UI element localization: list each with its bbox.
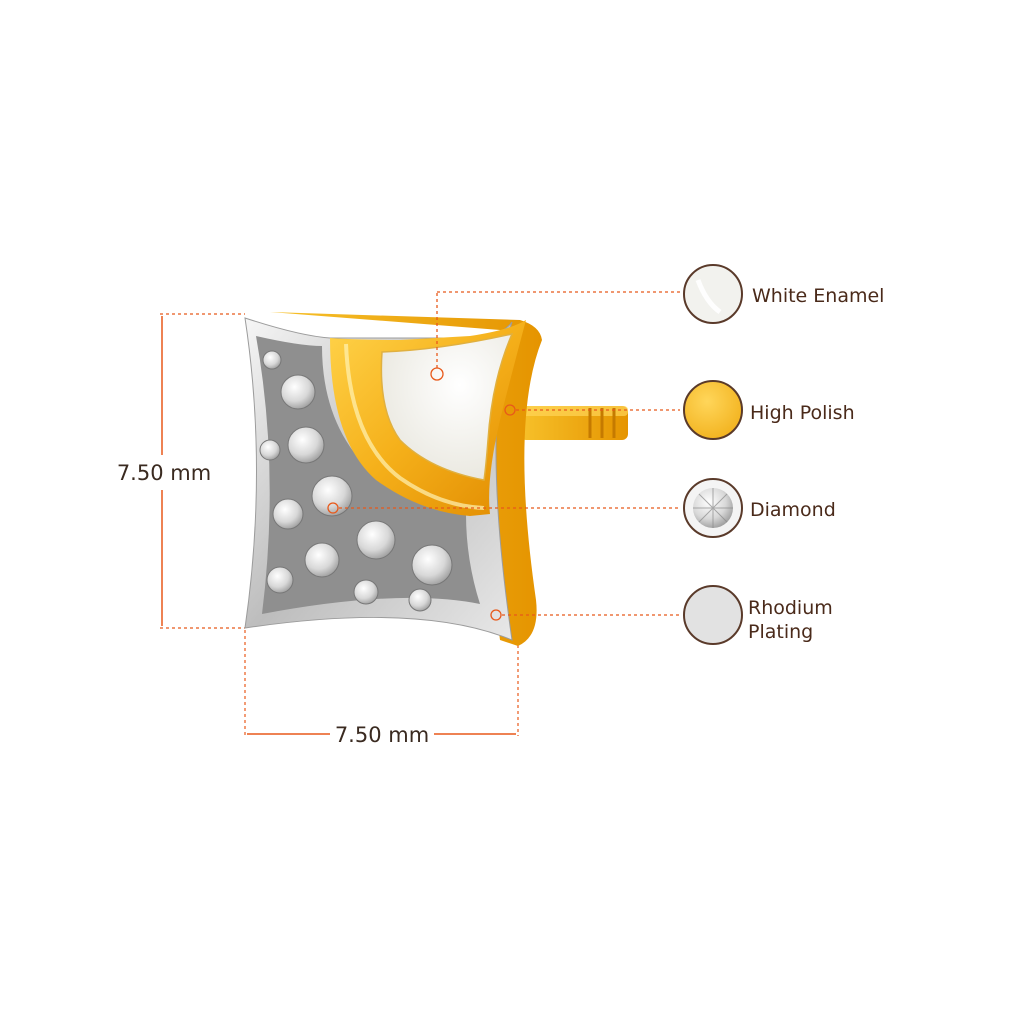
diamond-stone — [287, 426, 325, 464]
diamond-stone — [262, 350, 282, 370]
leader-lines — [327, 291, 680, 621]
diamond-swatch-facets — [693, 488, 733, 528]
gold-inner-rim — [344, 343, 485, 510]
legend-item-white-enamel: White Enamel — [683, 264, 884, 324]
diamond-stone — [272, 498, 304, 530]
legend-label-high-polish: High Polish — [750, 402, 855, 424]
rhodium-plating-swatch-icon — [683, 585, 743, 645]
legend-label-rhodium-line1: Rhodium — [748, 597, 833, 619]
legend-item-rhodium-plating: Rhodium Plating — [683, 585, 833, 645]
legend-label-diamond: Diamond — [750, 499, 836, 521]
legend-item-high-polish: High Polish — [683, 380, 855, 440]
rhodium-marker — [490, 609, 502, 621]
high-polish-swatch-icon — [683, 380, 743, 440]
earring-post — [520, 406, 628, 440]
white-enamel-swatch-highlight — [695, 279, 722, 315]
earring — [244, 312, 628, 646]
width-dimension: 7.50 mm — [244, 630, 519, 747]
legend-label-rhodium-line2: Plating — [748, 621, 813, 643]
diamond-stone — [259, 439, 281, 461]
diamond-stone — [356, 520, 396, 560]
high-polish-marker — [504, 404, 516, 416]
diamond-stone — [353, 579, 379, 605]
legend-label-white-enamel: White Enamel — [752, 285, 884, 307]
height-label: 7.50 mm — [117, 461, 211, 485]
width-label: 7.50 mm — [335, 723, 429, 747]
legend-item-diamond: Diamond — [683, 478, 836, 538]
diamond-stone — [280, 374, 316, 410]
diamond-stones — [259, 350, 453, 612]
pave-setting — [256, 336, 480, 614]
diamond-stone — [311, 475, 353, 517]
diamond-stone — [304, 542, 340, 578]
diamond-stone — [408, 588, 432, 612]
diamond-stone — [266, 566, 294, 594]
white-enamel-swatch-icon — [683, 264, 743, 324]
height-dimension: 7.50 mm — [117, 313, 245, 629]
diamond-marker — [327, 502, 339, 514]
white-enamel-inlay — [380, 332, 514, 481]
legend: White Enamel High Polish Diamond Rhodium… — [683, 264, 884, 645]
diamond-stone — [411, 544, 453, 586]
